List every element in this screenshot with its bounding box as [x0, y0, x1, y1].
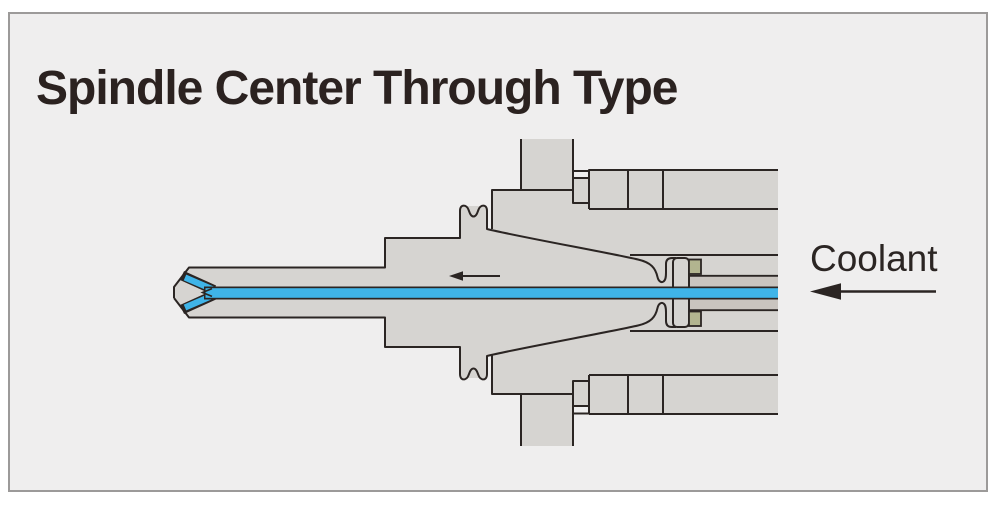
part-outlines: [173, 139, 778, 446]
lower-profile-line: [173, 297, 676, 381]
lower-bearing-outlines: [588, 374, 778, 415]
connector-lines: [573, 170, 589, 415]
lower-bolt-square: [573, 381, 589, 406]
coolant-main-channel: [205, 288, 778, 298]
spindle-nose-upper-edge: [491, 189, 573, 229]
upper-seal-block: [688, 258, 702, 275]
lower-housing-stub: [521, 394, 573, 446]
left-arrow-icon: [449, 271, 463, 281]
coolant-fork-wedge: [200, 287, 213, 298]
upper-bearing-outlines: [588, 169, 778, 210]
lower-seal-block: [688, 310, 702, 327]
internal-flow-arrow: [449, 271, 500, 281]
left-arrow-icon: [810, 283, 841, 300]
coolant-label: Coolant: [810, 238, 938, 279]
upper-bearing-row: [589, 170, 778, 209]
lower-bearing-row: [589, 375, 778, 414]
outer-tube-lines: [630, 254, 778, 332]
upper-profile-line: [173, 204, 676, 298]
upper-bolt-square: [573, 178, 589, 203]
upper-housing-stub: [521, 139, 573, 190]
spindle-nose-lower-edge: [491, 355, 573, 395]
inner-tube-bands: [689, 276, 778, 310]
coolant-channel: [179, 270, 778, 315]
coolant-flow-arrow: [810, 283, 936, 300]
page-title: Spindle Center Through Type: [36, 62, 678, 115]
inner-tube-lines: [689, 274, 778, 312]
